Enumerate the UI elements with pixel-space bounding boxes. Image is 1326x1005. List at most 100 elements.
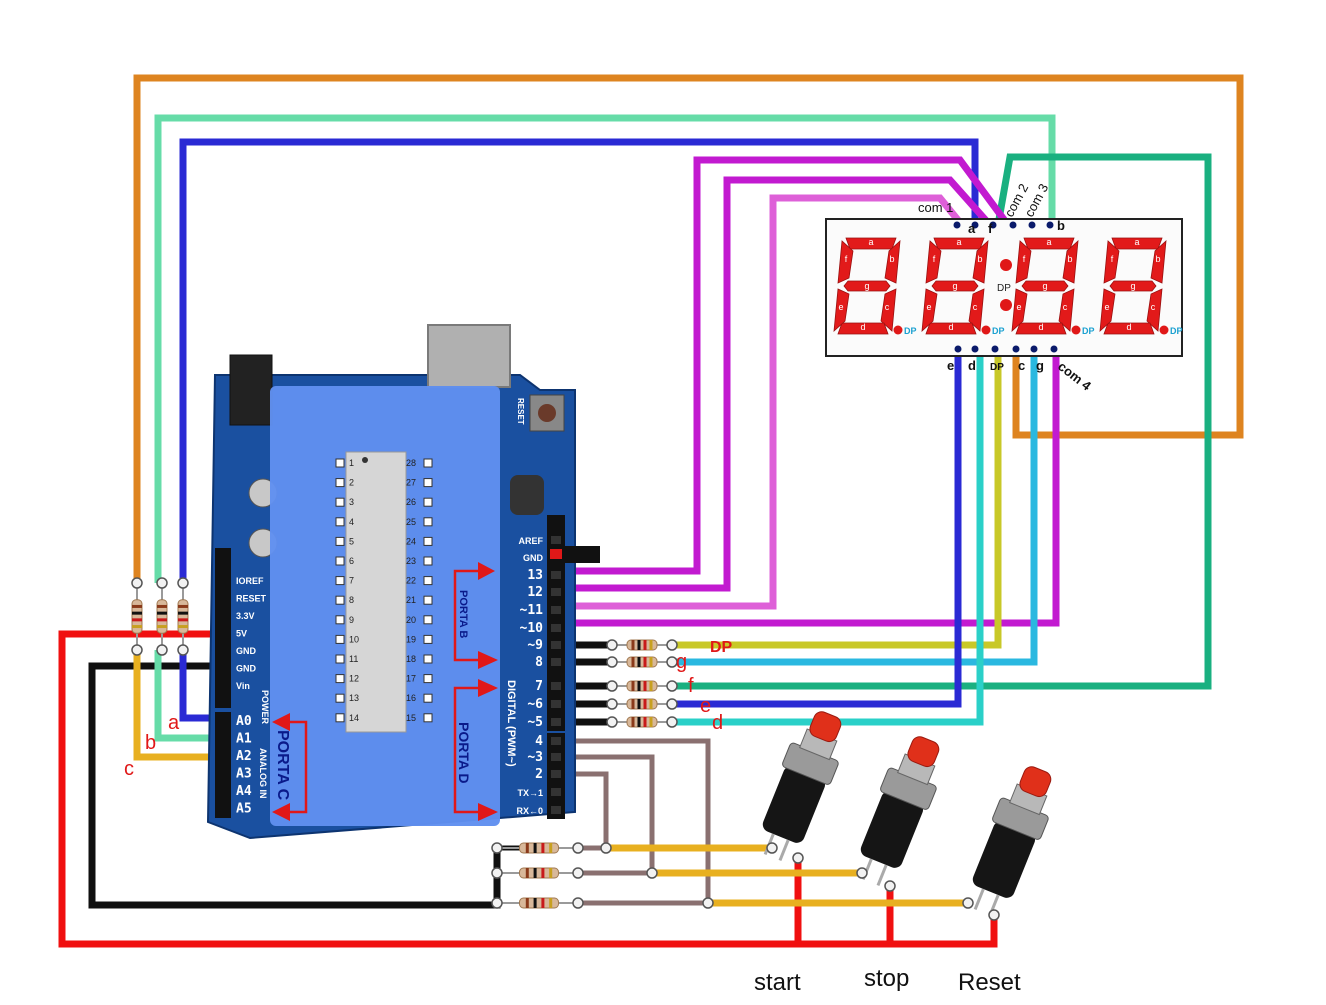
chip-pin-number: 20 (406, 615, 416, 625)
reset-label: RESET (516, 398, 525, 425)
chip-pin-right (423, 556, 433, 566)
digital-socket (551, 571, 561, 579)
chip-pin-right (423, 654, 433, 664)
chip-pin-left (335, 576, 345, 586)
digital-pin-label: 2 (535, 767, 543, 782)
resistor (156, 583, 168, 650)
segment-b (884, 240, 901, 284)
wire-mint (154, 114, 1056, 583)
chip-pin-left (335, 556, 345, 566)
display-pin-top (1046, 221, 1054, 229)
portd-label: PORTA D (456, 722, 472, 783)
segment-letter: f (1111, 254, 1114, 264)
segment-c (880, 288, 897, 332)
wire-connector (666, 639, 678, 651)
segment-g (1109, 280, 1157, 292)
wire-connector (177, 644, 189, 656)
portc-arrow-bot (272, 803, 290, 821)
wire-magenta-13 (565, 156, 1011, 575)
reset-button-label: Reset (958, 969, 1021, 996)
chip-pin-number: 1 (349, 458, 354, 468)
digital-socket (551, 753, 561, 761)
portd-arrow-top (478, 679, 498, 697)
segment-c (968, 288, 985, 332)
chip-pin-left (335, 654, 345, 664)
power-pin-label: Vin (236, 681, 250, 691)
resistor (612, 656, 672, 668)
segment-letter: c (885, 302, 890, 312)
wire-connector (572, 897, 584, 909)
wire-teal (672, 153, 1212, 690)
chip-pin-number: 4 (349, 517, 354, 527)
digital-socket (551, 770, 561, 778)
wire-labels: DP g f e d a b c (124, 639, 733, 780)
stop-push-button[interactable] (846, 730, 952, 892)
reset-button-cap (538, 404, 556, 422)
decimal-point (981, 325, 991, 335)
chip-pin-right (423, 693, 433, 703)
digital-pin-label: GND (523, 553, 544, 563)
reset-push-button[interactable] (958, 760, 1064, 922)
decimal-point-label: DP (1082, 326, 1095, 336)
digital-socket (551, 806, 561, 814)
wire-connector (572, 867, 584, 879)
label-a: a (168, 712, 180, 734)
digital-sockets (551, 536, 561, 814)
resistor (612, 716, 672, 728)
resistor (177, 583, 189, 650)
wire-red-5v (58, 630, 998, 948)
gnd-red-block (550, 549, 562, 559)
header-power (215, 548, 231, 708)
label-g: g (676, 651, 687, 673)
segment-letter: a (1134, 237, 1139, 247)
display-pin-top (953, 221, 961, 229)
power-jack (229, 354, 273, 426)
wire-connector (792, 852, 804, 864)
decimal-point (893, 325, 903, 335)
chip-pin-left (335, 458, 345, 468)
segment-g (1021, 280, 1069, 292)
wire-connector (131, 644, 143, 656)
segment-letter: g (1042, 281, 1047, 291)
digital-pin-label: ~6 (527, 697, 543, 712)
chip-pin-number: 2 (349, 478, 354, 488)
decimal-point-label: DP (1170, 326, 1183, 336)
display-pin-top (989, 221, 997, 229)
digital-pin-label: 8 (535, 655, 543, 670)
chip-pin-right (423, 497, 433, 507)
chip-pin-right (423, 713, 433, 723)
digital-socket (551, 606, 561, 614)
chip-pin-number: 7 (349, 576, 354, 586)
connector-dots (131, 577, 1000, 921)
arduino-board: 1234567891011121314282726252423222120191… (206, 324, 600, 840)
chip-pin-number: 26 (406, 497, 416, 507)
segment-letter: d (1038, 322, 1043, 332)
power-pin-label: 5V (236, 629, 247, 639)
wire-connector (606, 656, 618, 668)
wire-sky-g (672, 352, 1038, 666)
wire-a1 (154, 650, 232, 742)
digital-pin-label: ~5 (527, 715, 543, 730)
wire-blue-e (672, 352, 962, 708)
chip-pin-right (423, 615, 433, 625)
segment-letter: d (860, 322, 865, 332)
start-push-button[interactable] (748, 705, 854, 867)
wire-pink-11 (565, 194, 965, 610)
wire-brown-2 (565, 771, 609, 851)
digital-pin-label: ~9 (527, 638, 543, 653)
chip-pin-right (423, 595, 433, 605)
chip-pin-number: 6 (349, 556, 354, 566)
portb-bracket (453, 569, 492, 662)
digital-socket (551, 641, 561, 649)
pin-label-a: a (968, 221, 976, 236)
digital-socket (551, 682, 561, 690)
resistor (612, 639, 672, 651)
segment-g (931, 280, 979, 292)
header-analog (215, 712, 231, 818)
wire-connector (491, 842, 503, 854)
